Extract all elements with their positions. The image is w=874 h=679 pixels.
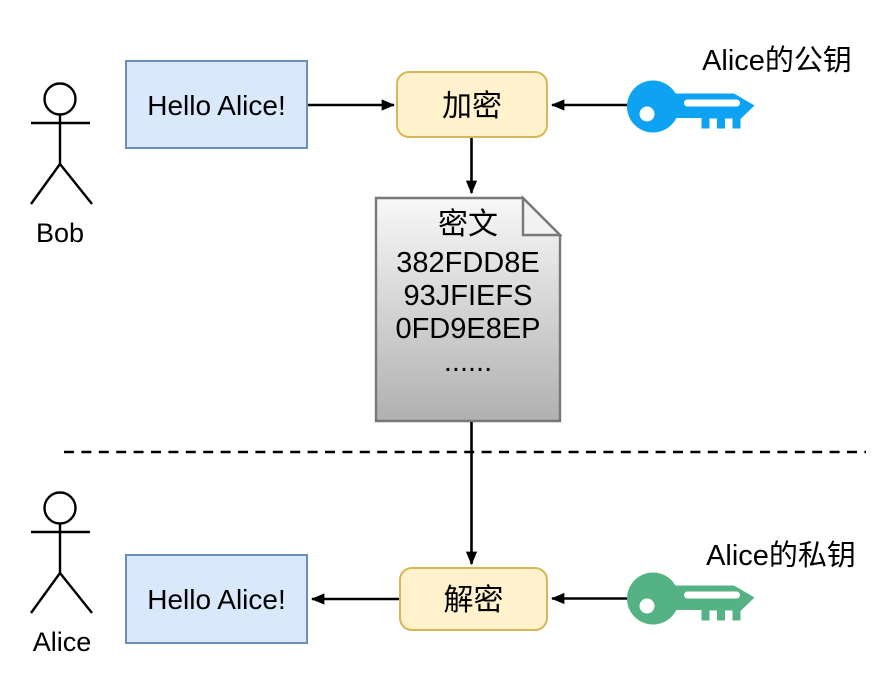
- public-key-bow: [627, 80, 679, 133]
- ciphertext-line: 382FDD8E: [396, 247, 539, 279]
- sender-actor-left-leg: [30, 163, 61, 205]
- ciphertext-line: 93JFIEFS: [404, 280, 533, 312]
- receiver-actor-label: Alice: [33, 627, 92, 657]
- public-key-slot: [684, 99, 740, 107]
- decrypt-box: [399, 567, 548, 631]
- ciphertext-title: 密文: [438, 208, 498, 241]
- ciphertext-line: 0FD9E8EP: [395, 313, 540, 345]
- private-key-slot: [684, 591, 740, 599]
- private-key-bow: [627, 572, 679, 625]
- private-key-icon: [627, 572, 755, 625]
- ciphertext-line: ......: [444, 346, 492, 378]
- public-key-label: Alice的公钥: [702, 44, 852, 77]
- plaintext-text-receiver: Hello Alice!: [147, 584, 286, 615]
- private-key-label: Alice的私钥: [706, 539, 856, 572]
- decrypt-label: 解密: [444, 584, 504, 617]
- encrypt-label: 加密: [442, 90, 502, 123]
- receiver-actor-left-leg: [30, 572, 61, 614]
- private-key-shaft: [673, 585, 755, 621]
- public-key-hole: [639, 106, 655, 122]
- encrypt-box: [396, 71, 548, 138]
- receiver-actor-figure: [30, 491, 93, 614]
- ciphertext-document-fold: [521, 195, 563, 237]
- sender-actor-right-leg: [59, 163, 93, 205]
- sender-actor-head: [43, 82, 77, 116]
- public-key-shaft: [673, 93, 755, 129]
- plaintext-box-receiver: [125, 554, 308, 644]
- receiver-actor-head: [43, 491, 77, 525]
- private-key-hole: [639, 598, 655, 614]
- sender-actor-figure: [30, 82, 93, 205]
- sender-actor-label: Bob: [36, 218, 84, 248]
- plaintext-text-sender: Hello Alice!: [147, 90, 286, 121]
- ciphertext-document: 密文 382FDD8E 93JFIEFS 0FD9E8EP ......: [374, 195, 563, 423]
- public-key-icon: [627, 80, 755, 133]
- ciphertext-document-page: [374, 196, 562, 423]
- receiver-actor-right-leg: [59, 572, 93, 614]
- plaintext-box-sender: [125, 60, 308, 149]
